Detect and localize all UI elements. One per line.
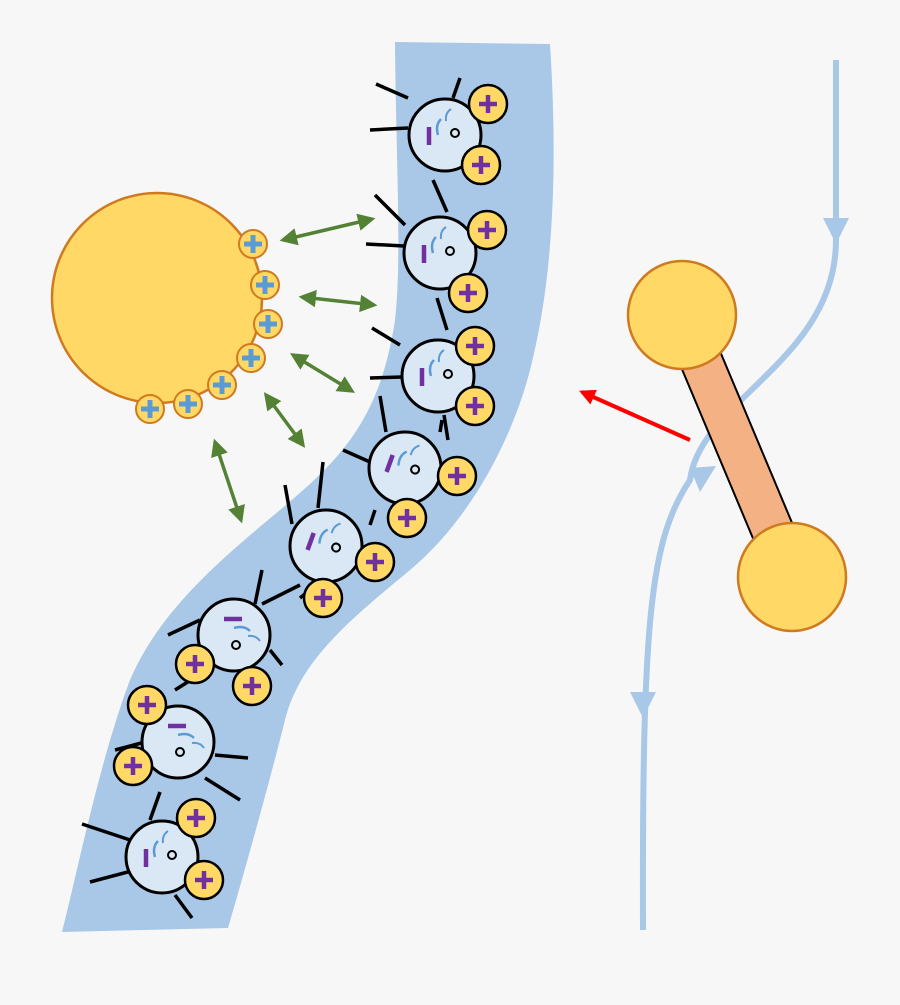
- polymer-bond: [342, 448, 371, 464]
- blue-plus-charge-icon: [238, 229, 268, 259]
- polymer-bond: [253, 569, 264, 605]
- polymer-bond: [316, 461, 325, 509]
- attraction-arrows: [211, 213, 378, 524]
- dumbbell-head-bottom: [736, 521, 848, 633]
- polymer-bond: [204, 776, 241, 802]
- polymer-bond: [81, 822, 131, 842]
- purple-plus-counterion-icon: [174, 643, 216, 685]
- purple-plus-counterion-icon: [302, 577, 344, 619]
- minus-charge-icon: [305, 532, 316, 551]
- purple-plus-counterion-icon: [386, 497, 428, 539]
- flow-direction-arrowhead: [823, 218, 849, 244]
- dumbbell-head-top: [626, 259, 738, 371]
- blue-plus-charge-icon: [236, 343, 266, 373]
- polymer-bond: [378, 395, 388, 433]
- solvated-polymer-unit-icon: [124, 819, 200, 895]
- polymer-chain: [81, 77, 509, 920]
- dumbbell-particle-icon: [626, 259, 848, 633]
- solvated-polymer-unit-icon: [140, 704, 216, 780]
- blue-plus-charge-icon: [253, 309, 283, 339]
- purple-plus-counterion-icon: [454, 325, 496, 367]
- double-headed-arrow-icon: [298, 289, 378, 313]
- polymer-bond: [89, 870, 129, 884]
- solvated-polymer-unit-icon: [407, 97, 483, 173]
- blue-plus-charge-icon: [135, 394, 165, 424]
- flow-direction-arrowhead: [690, 466, 716, 492]
- purple-plus-counterion-icon: [460, 144, 502, 186]
- purple-plus-counterion-icon: [126, 684, 168, 726]
- polymer-bond: [451, 77, 462, 99]
- polymer-bond: [369, 126, 409, 132]
- blue-plus-charge-icon: [250, 270, 280, 300]
- double-headed-arrow-icon: [279, 213, 376, 246]
- red-arrow-icon: [579, 389, 691, 442]
- purple-plus-counterion-icon: [436, 455, 478, 497]
- purple-plus-counterion-icon: [354, 541, 396, 583]
- purple-plus-counterion-icon: [183, 859, 225, 901]
- solvated-polymer-unit-icon: [288, 508, 364, 584]
- double-headed-arrow-icon: [290, 353, 355, 393]
- flow-streamline: [630, 60, 849, 931]
- blue-plus-charge-icon: [173, 389, 203, 419]
- purple-plus-counterion-icon: [466, 209, 508, 251]
- polymer-bond: [435, 297, 449, 331]
- polymer-bond: [431, 179, 449, 213]
- polymer-bond: [373, 193, 407, 227]
- polymer-bond: [365, 242, 405, 248]
- purple-plus-counterion-icon: [112, 745, 154, 787]
- polymer-bond: [283, 484, 294, 525]
- polymer-bond: [369, 375, 403, 380]
- polymer-bond: [261, 583, 301, 606]
- double-headed-arrow-icon: [211, 438, 245, 524]
- charged-sphere-icon: [50, 191, 264, 405]
- minus-charge-icon: [384, 454, 395, 473]
- surface-charges: [135, 229, 283, 424]
- polymer-bond: [375, 82, 409, 100]
- polymer-bond: [438, 419, 444, 433]
- purple-plus-counterion-icon: [447, 272, 489, 314]
- solvated-polymer-unit-icon: [400, 338, 476, 414]
- double-headed-arrow-icon: [263, 392, 306, 448]
- purple-plus-counterion-icon: [454, 385, 496, 427]
- blue-plus-charge-icon: [207, 370, 237, 400]
- solvated-polymer-unit-icon: [402, 215, 478, 291]
- polymer-bond: [148, 791, 162, 821]
- large-charged-particle: [50, 191, 283, 424]
- solvated-polymer-unit-icon: [367, 430, 443, 506]
- polymer-bond: [368, 509, 377, 526]
- polymer-bond: [268, 648, 284, 667]
- flow-direction-arrowhead: [630, 692, 656, 718]
- polymer-bond: [214, 753, 249, 760]
- purple-plus-counterion-icon: [467, 83, 509, 125]
- purple-plus-counterion-icon: [175, 797, 217, 839]
- polymer-bond: [442, 414, 450, 441]
- polymer-bond: [167, 618, 201, 637]
- polymer-bond: [173, 893, 194, 920]
- solvated-polymer-unit-icon: [196, 597, 272, 673]
- polymer-bond: [371, 326, 401, 347]
- purple-plus-counterion-icon: [231, 665, 273, 707]
